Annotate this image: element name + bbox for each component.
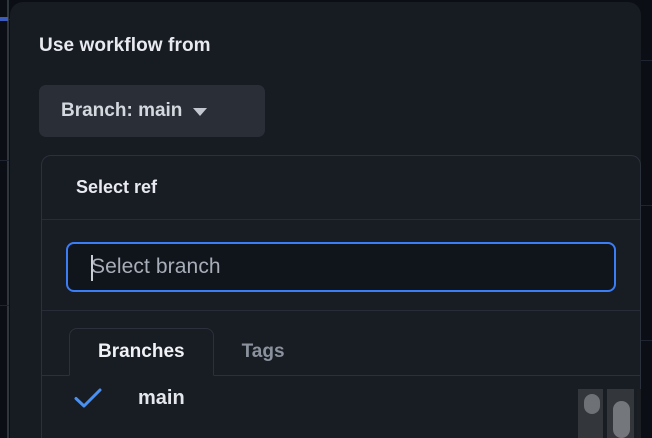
scrollbar-thumb-left[interactable] — [584, 394, 600, 414]
select-ref-panel: Select ref Select branch Branches Tags — [41, 155, 641, 438]
scrollbar-edge — [637, 389, 641, 438]
search-input[interactable]: Select branch — [66, 242, 616, 292]
check-icon — [69, 386, 117, 410]
backdrop-divider-left-2 — [0, 305, 9, 306]
tab-tags[interactable]: Tags — [241, 341, 285, 362]
branch-selector-label: Branch: main — [61, 100, 183, 121]
branch-list: main — [42, 376, 640, 420]
search-input-placeholder: Select branch — [91, 255, 221, 278]
scrollbar-thumb-right[interactable] — [613, 401, 630, 438]
branch-name: main — [138, 386, 185, 409]
list-item[interactable]: main — [42, 376, 640, 420]
backdrop-divider-right-3 — [641, 340, 652, 341]
ref-tabs-underline — [42, 375, 640, 376]
page-title: Use workflow from — [39, 35, 211, 56]
select-ref-header: Select ref — [42, 156, 640, 220]
backdrop-right-gutter — [641, 0, 652, 438]
tab-branches[interactable]: Branches — [69, 328, 214, 376]
chevron-down-icon — [193, 108, 208, 116]
select-ref-search-row: Select branch — [42, 220, 640, 311]
backdrop-divider-right-2 — [641, 205, 652, 206]
branch-selector-button[interactable]: Branch: main — [39, 85, 265, 137]
text-cursor — [91, 255, 93, 281]
scrollbar-region[interactable] — [578, 389, 641, 438]
backdrop-divider-right-1 — [641, 60, 652, 61]
backdrop-vertical-rule — [7, 0, 9, 438]
backdrop-accent-mark — [0, 17, 8, 21]
workflow-dispatch-dialog: Use workflow from Branch: main Select re… — [10, 2, 641, 438]
ref-tabs: Branches Tags — [42, 328, 640, 376]
backdrop-divider-left-1 — [0, 160, 9, 161]
select-ref-title: Select ref — [76, 177, 158, 197]
